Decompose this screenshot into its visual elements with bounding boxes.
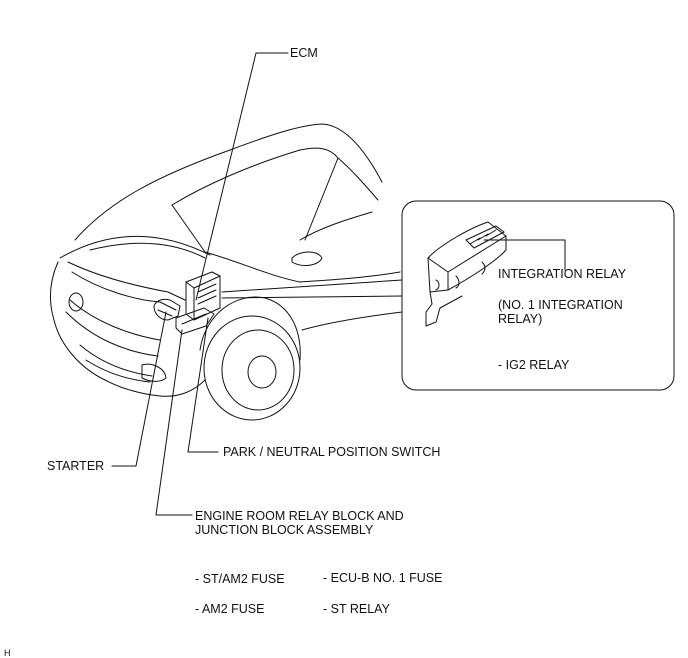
- st-am2-fuse-label: - ST/AM2 FUSE: [195, 572, 285, 586]
- integration-relay-inset: [401, 200, 675, 391]
- starter-icon: [153, 298, 181, 321]
- ecu-b-no1-fuse-label: - ECU-B NO. 1 FUSE: [323, 571, 443, 585]
- leader-lines: [111, 52, 566, 516]
- corner-mark: H: [4, 648, 11, 658]
- no1-integration-relay-label-line1: (NO. 1 INTEGRATION: [498, 298, 623, 312]
- starter-label: STARTER: [47, 459, 105, 473]
- engine-room-relay-block-label-line2: JUNCTION BLOCK ASSEMBLY: [195, 523, 374, 537]
- ig2-relay-label: - IG2 RELAY: [498, 358, 570, 372]
- integration-relay-label: INTEGRATION RELAY: [498, 267, 627, 281]
- st-relay-label: - ST RELAY: [323, 602, 390, 616]
- relay-block-icon: [175, 307, 215, 335]
- am2-fuse-label: - AM2 FUSE: [195, 602, 265, 616]
- integration-relay-icon: [425, 221, 507, 327]
- car-body: [50, 123, 403, 421]
- ecm-label: ECM: [290, 46, 318, 60]
- no1-integration-relay-label-line2: RELAY): [498, 312, 543, 326]
- inset-leader-line: [221, 279, 403, 293]
- park-neutral-switch-label: PARK / NEUTRAL POSITION SWITCH: [223, 445, 441, 459]
- engine-room-relay-block-label-line1: ENGINE ROOM RELAY BLOCK AND: [195, 509, 404, 523]
